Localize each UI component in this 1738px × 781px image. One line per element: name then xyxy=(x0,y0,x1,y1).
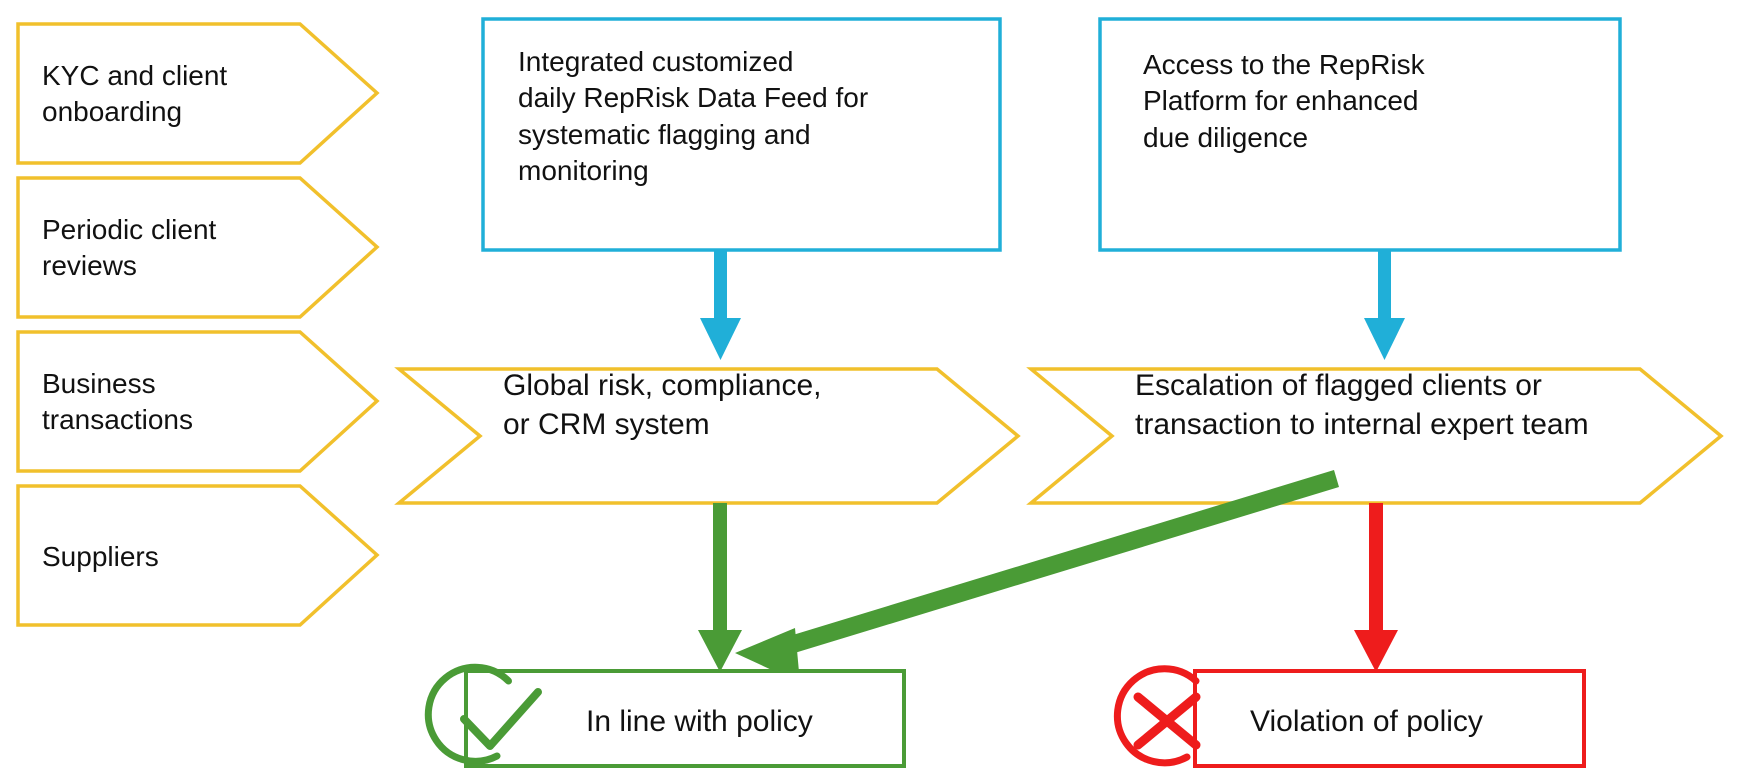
source-chevron-reviews[interactable] xyxy=(16,176,380,319)
outcome-box-in-line[interactable] xyxy=(464,669,906,768)
info-box-data-feed[interactable] xyxy=(481,17,1002,252)
connector-system-to-inline xyxy=(698,503,742,672)
x-circle-icon xyxy=(1113,665,1201,767)
connector-escalation-to-violation xyxy=(1354,503,1398,672)
check-circle-icon xyxy=(424,663,542,765)
connector-platform-to-escalation xyxy=(1364,250,1405,360)
source-chevron-suppliers[interactable] xyxy=(16,484,380,627)
source-chevron-kyc[interactable] xyxy=(16,22,380,165)
connector-feed-to-system xyxy=(700,250,741,360)
process-band-system[interactable] xyxy=(394,367,1021,505)
process-band-escalation[interactable] xyxy=(1026,367,1724,505)
outcome-box-violation[interactable] xyxy=(1193,669,1586,768)
source-chevron-transactions[interactable] xyxy=(16,330,380,473)
info-box-platform[interactable] xyxy=(1098,17,1622,252)
